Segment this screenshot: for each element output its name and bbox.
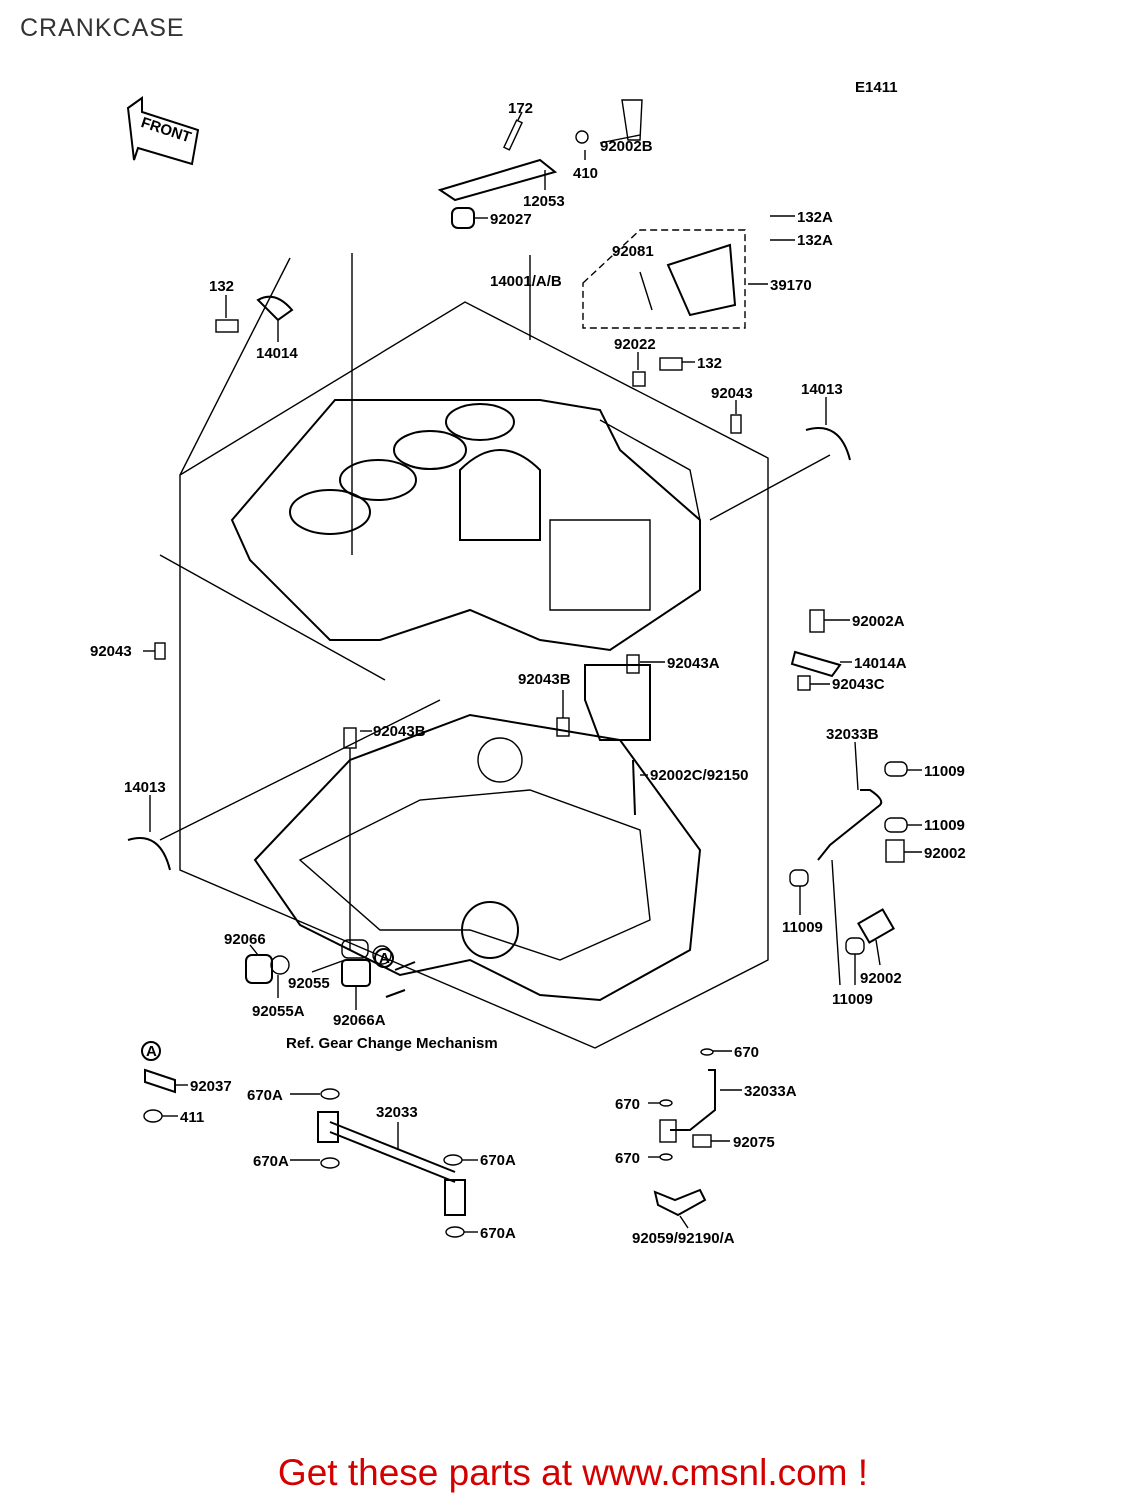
part-label: 12053 xyxy=(523,193,565,210)
ref-marker-label: A xyxy=(379,950,390,967)
part-label: 14001/A/B xyxy=(490,273,562,290)
part-label: 14013 xyxy=(124,779,166,796)
part-label: 92002C/92150 xyxy=(650,767,748,784)
small-parts xyxy=(127,99,908,1238)
part-label: 39170 xyxy=(770,277,812,294)
part-label: 670A xyxy=(247,1087,283,1104)
part-label: 92002 xyxy=(924,845,966,862)
ref-marker-a-mid: A xyxy=(374,948,394,968)
part-label: 92075 xyxy=(733,1134,775,1151)
part-label: Ref. Gear Change Mechanism xyxy=(286,1035,498,1052)
part-label: 11009 xyxy=(924,763,965,780)
upper-crankcase xyxy=(230,399,701,652)
part-label: 172 xyxy=(508,100,533,117)
part-label: 670A xyxy=(480,1225,516,1242)
part-label: 32033B xyxy=(826,726,879,743)
part-label: 92043 xyxy=(711,385,753,402)
part-label: 92027 xyxy=(490,211,532,228)
page-title: CRANKCASE xyxy=(20,14,185,42)
diagram-code: E1411 xyxy=(855,79,898,96)
part-label: 670 xyxy=(615,1150,640,1167)
part-labels: 172 92002B 410 12053 92027 132A 132A 920… xyxy=(90,100,966,1247)
part-label: 132A xyxy=(797,232,833,249)
part-label: 92059/92190/A xyxy=(632,1230,735,1247)
part-label: 92043B xyxy=(518,671,571,688)
part-label: 32033 xyxy=(376,1104,418,1121)
ref-marker-label: A xyxy=(146,1043,157,1060)
part-label: 14013 xyxy=(801,381,843,398)
part-label: 92002B xyxy=(600,138,653,155)
ref-marker-a-top: A xyxy=(141,1041,161,1061)
lower-crankcase xyxy=(253,713,702,1002)
part-label: 92055 xyxy=(288,975,330,992)
part-label: 411 xyxy=(180,1109,204,1126)
part-label: 92022 xyxy=(614,336,656,353)
bracket-group-outline xyxy=(582,229,746,329)
part-label: 11009 xyxy=(924,817,965,834)
part-label: 132 xyxy=(209,278,234,295)
part-label: 14014 xyxy=(256,345,298,362)
assembly-outline xyxy=(159,253,831,1049)
part-label: 670A xyxy=(253,1153,289,1170)
part-label: 92002A xyxy=(852,613,905,630)
part-label: 410 xyxy=(573,165,598,182)
part-label: 92066 xyxy=(224,931,266,948)
part-label: 132 xyxy=(697,355,722,372)
part-label: 92081 xyxy=(612,243,654,260)
part-label: 670 xyxy=(734,1044,759,1061)
part-label: 11009 xyxy=(832,991,873,1008)
part-label: 11009 xyxy=(782,919,823,936)
part-label: 92066A xyxy=(333,1012,386,1029)
part-label: 92055A xyxy=(252,1003,305,1020)
part-label: 92043B xyxy=(373,723,426,740)
part-label: 92043 xyxy=(90,643,132,660)
part-label: 92043A xyxy=(667,655,720,672)
part-label: 92043C xyxy=(832,676,885,693)
part-label: 32033A xyxy=(744,1083,797,1100)
part-label: 670A xyxy=(480,1152,516,1169)
part-label: 92037 xyxy=(190,1078,232,1095)
part-label: 92002 xyxy=(860,970,902,987)
part-label: 14014A xyxy=(854,655,907,672)
part-label: 132A xyxy=(797,209,833,226)
front-arrow-icon: FRONT xyxy=(126,96,200,166)
footer-promo-link[interactable]: Get these parts at www.cmsnl.com ! xyxy=(277,1452,869,1493)
part-label: 670 xyxy=(615,1096,640,1113)
leader-lines xyxy=(143,111,922,1233)
